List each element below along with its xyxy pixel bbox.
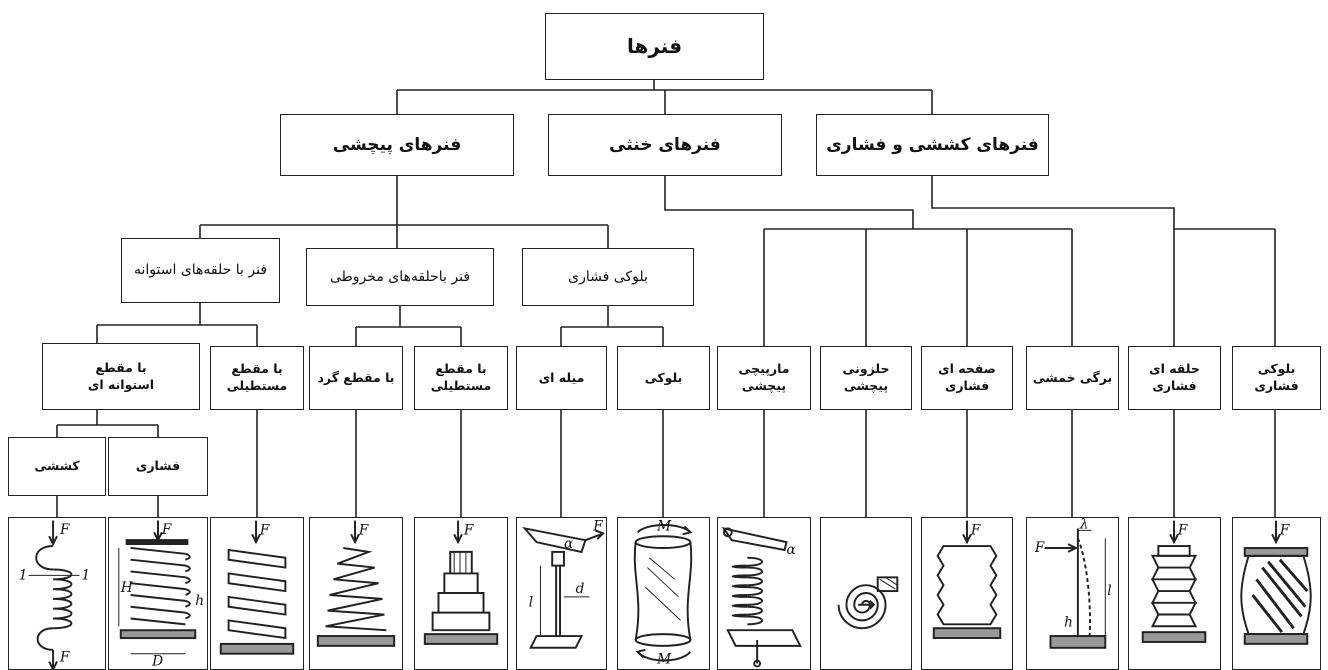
label-moment: M bbox=[656, 518, 672, 534]
node-bending-label: فنرهای خنثی bbox=[609, 134, 721, 155]
node-ring-compression: حلقه ای فشاری bbox=[1128, 346, 1221, 410]
node-compression-label: فشاری bbox=[135, 458, 181, 474]
node-spiral-torsion: حلزونی پیچشی bbox=[820, 346, 912, 410]
label-rod-d: d bbox=[576, 581, 585, 597]
node-rect-section-cyl-label: با مقطع مستطیلی bbox=[226, 361, 288, 393]
root-label: فنرها bbox=[626, 34, 683, 58]
node-round-section-con-label: با مقطع گرد bbox=[317, 369, 395, 385]
label-length: l bbox=[529, 595, 533, 611]
label-angle: α bbox=[564, 536, 573, 552]
node-rect-section-con-label: با مقطع مستطیلی bbox=[430, 361, 492, 393]
node-disc-compression-label: صفحه ای فشاری bbox=[938, 361, 996, 393]
connector-root bbox=[396, 80, 933, 114]
illustration-disc-compression-spring: F bbox=[921, 517, 1013, 670]
label-force: F bbox=[1279, 522, 1290, 538]
node-round-section-label: با مقطع استوانه ای bbox=[87, 359, 155, 392]
node-tension-label: کششی bbox=[34, 458, 80, 474]
label-moment-bottom: M bbox=[656, 651, 672, 667]
node-leaf-bending-label: برگی خمشی bbox=[1032, 369, 1113, 385]
connector-cylindrical bbox=[96, 303, 258, 346]
illustration-helical-torsion-spring: α bbox=[717, 517, 811, 670]
illustration-compression-spring: F H h D bbox=[108, 517, 208, 670]
node-block-torsion-label: بلوکی bbox=[644, 369, 683, 385]
connector-drops bbox=[56, 410, 1276, 517]
node-torsion-label: فنرهای پیچشی bbox=[332, 134, 462, 155]
node-rod: میله ای bbox=[516, 346, 607, 410]
connector-conical bbox=[355, 306, 462, 346]
node-tension: کششی bbox=[8, 437, 106, 496]
label-force: F bbox=[161, 522, 172, 538]
illustration-rect-section-spring: F bbox=[210, 517, 304, 670]
illustration-conical-round-spring: F bbox=[309, 517, 403, 670]
illustration-conical-rect-spring: F bbox=[414, 517, 508, 670]
node-conical-label: فنر باحلقه‌های مخروطی bbox=[329, 268, 471, 285]
label-force: F bbox=[970, 522, 981, 538]
root-node: فنرها bbox=[545, 13, 764, 80]
label-force: F bbox=[259, 522, 270, 538]
node-block-compression-label: بلوکی فشاری bbox=[1254, 361, 1299, 393]
connector-round-section bbox=[56, 410, 159, 437]
connector-torsion bbox=[199, 176, 609, 248]
label-diameter: D bbox=[151, 654, 163, 669]
illustration-spiral-torsion-spring bbox=[820, 517, 912, 670]
node-helical-torsion: مارپیچی پیچشی bbox=[717, 346, 811, 410]
label-force-bottom: F bbox=[59, 650, 70, 666]
node-round-section-conical: با مقطع گرد bbox=[309, 346, 403, 410]
connector-bending bbox=[664, 176, 1073, 346]
node-helical-torsion-label: مارپیچی پیچشی bbox=[738, 361, 790, 393]
label-force: F bbox=[463, 522, 474, 538]
illustration-ring-compression-spring: F bbox=[1128, 517, 1221, 670]
node-compression: فشاری bbox=[108, 437, 208, 496]
node-block-compression: بلوکی فشاری bbox=[522, 248, 694, 306]
illustration-leaf-bending-spring: λ F l h bbox=[1026, 517, 1119, 670]
label-force: F bbox=[358, 522, 369, 538]
label-force: F bbox=[1034, 540, 1045, 556]
label-small-h: h bbox=[195, 593, 204, 609]
node-spiral-torsion-label: حلزونی پیچشی bbox=[842, 361, 890, 393]
node-block-torsion: بلوکی bbox=[617, 346, 710, 410]
label-force: F bbox=[59, 522, 70, 538]
node-conical-coils: فنر باحلقه‌های مخروطی bbox=[306, 248, 494, 306]
label-angle: α bbox=[787, 542, 796, 558]
node-disc-compression: صفحه ای فشاری bbox=[921, 346, 1013, 410]
illustration-block-compression-spring: F bbox=[1232, 517, 1321, 670]
illustration-block-torsion-spring: M M bbox=[617, 517, 710, 670]
node-rect-section-conical: با مقطع مستطیلی bbox=[414, 346, 508, 410]
node-tension-compression-springs: فنرهای کششی و فشاری bbox=[816, 114, 1049, 176]
node-torsion-springs: فنرهای پیچشی bbox=[280, 114, 514, 176]
node-rod-label: میله ای bbox=[538, 369, 585, 385]
node-round-section: با مقطع استوانه ای bbox=[42, 343, 200, 410]
label-height: H bbox=[120, 580, 134, 596]
label-small-h: h bbox=[1064, 614, 1073, 630]
connector-tc bbox=[931, 176, 1276, 346]
label-force: F bbox=[1177, 522, 1188, 538]
label-section-left: 1 bbox=[19, 567, 28, 583]
label-section-right: 1 bbox=[81, 567, 90, 583]
illustration-tension-spring: F 1 1 F bbox=[8, 517, 106, 670]
label-force: F bbox=[592, 518, 603, 534]
node-rect-section-cylindrical: با مقطع مستطیلی bbox=[210, 346, 304, 410]
label-deflection: λ bbox=[1079, 518, 1089, 532]
label-length: l bbox=[1107, 583, 1111, 599]
node-leaf-bending: برگی خمشی bbox=[1026, 346, 1119, 410]
node-ring-compression-label: حلقه ای فشاری bbox=[1149, 361, 1200, 393]
node-cylindrical-coils: فنر با حلقه‌های استوانه bbox=[121, 238, 280, 303]
node-cylindrical-label: فنر با حلقه‌های استوانه bbox=[134, 262, 268, 279]
node-block-compression-type: بلوکی فشاری bbox=[1232, 346, 1321, 410]
illustration-rod-spring: F α d l bbox=[516, 517, 607, 670]
connector-block bbox=[560, 306, 664, 346]
node-bending-springs: فنرهای خنثی bbox=[548, 114, 782, 176]
node-tc-label: فنرهای کششی و فشاری bbox=[826, 134, 1039, 155]
node-block-label: بلوکی فشاری bbox=[568, 268, 648, 285]
